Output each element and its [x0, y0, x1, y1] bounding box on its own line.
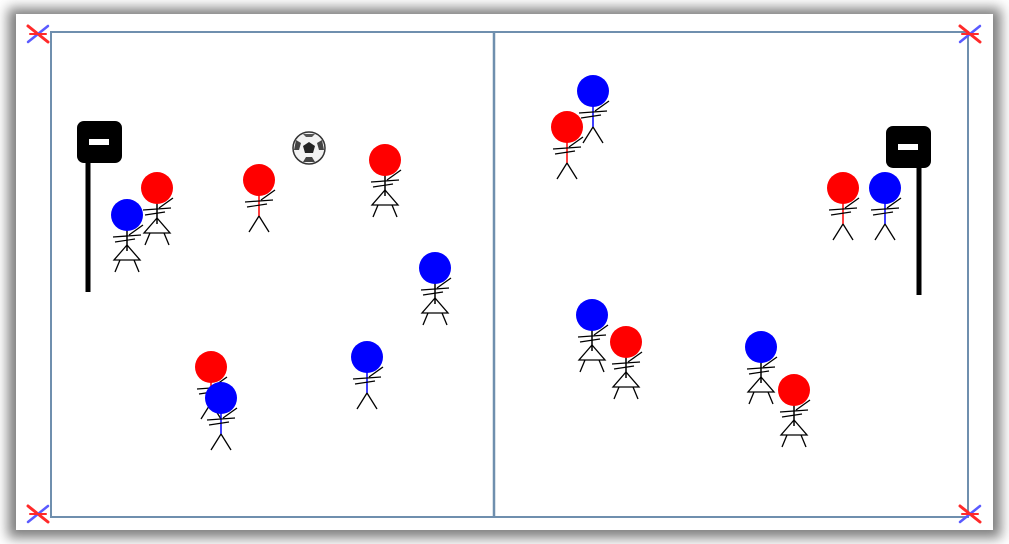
left-post-ring-slot — [89, 139, 109, 145]
soccer-ball-icon — [293, 132, 325, 164]
canvas-background — [16, 14, 993, 530]
right-post-ring-slot — [898, 144, 918, 150]
